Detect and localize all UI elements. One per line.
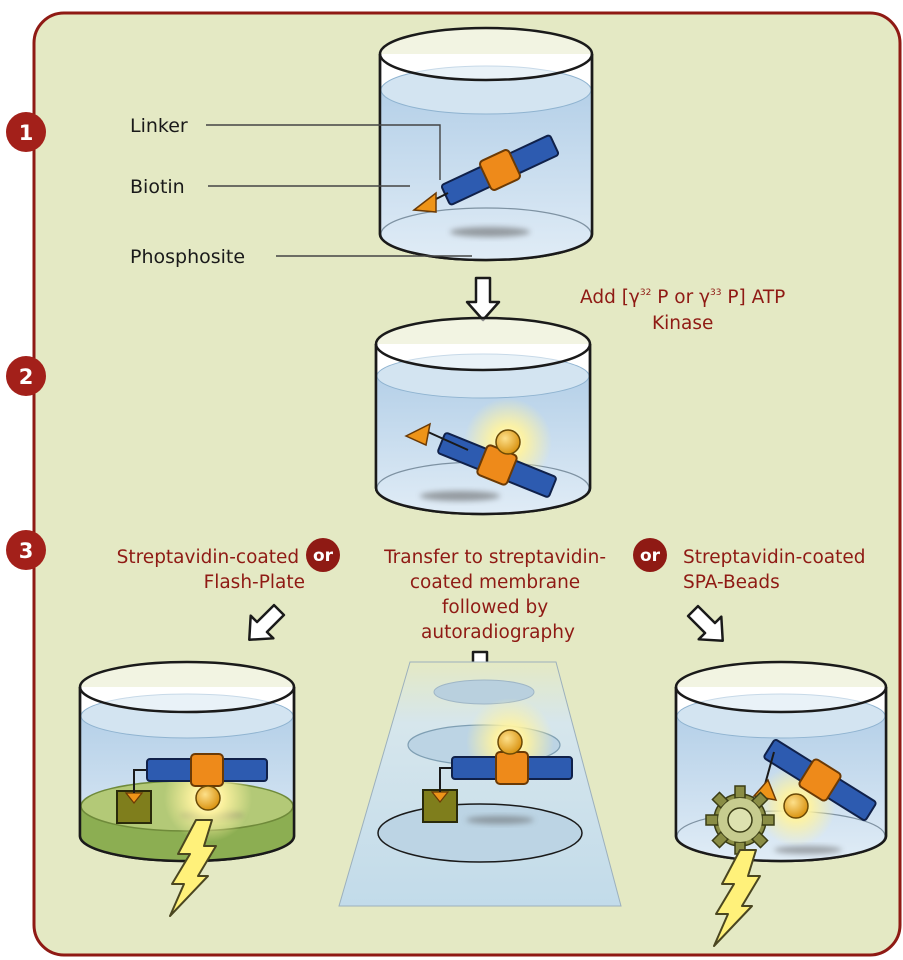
or-badge-left: or xyxy=(306,538,340,572)
step-badge-2: 2 xyxy=(6,356,46,396)
svg-text:or: or xyxy=(313,546,334,566)
beaker-step-2 xyxy=(374,316,592,516)
flash-plate-label: Streptavidin-coated Flash-Plate xyxy=(117,547,305,593)
step-badge-1: 1 xyxy=(6,112,46,152)
phosphate-group xyxy=(495,429,521,455)
membrane-sheet xyxy=(338,661,622,907)
linker-label: Linker xyxy=(130,115,188,137)
svg-text:3: 3 xyxy=(19,539,34,563)
or-badge-right: or xyxy=(633,538,667,572)
step-badge-3: 3 xyxy=(6,530,46,570)
spa-beads-label: Streptavidin-coated SPA-Beads xyxy=(683,547,871,593)
flash-plate-well xyxy=(78,660,296,917)
svg-text:or: or xyxy=(640,546,661,566)
membrane-label: Transfer to streptavidin- coated membran… xyxy=(383,547,612,643)
spa-bead-icon xyxy=(705,785,775,855)
svg-text:2: 2 xyxy=(19,365,34,389)
svg-text:1: 1 xyxy=(19,121,34,145)
biotin-label: Biotin xyxy=(130,176,185,198)
phosphosite-label: Phosphosite xyxy=(130,246,245,268)
spa-beads-well xyxy=(674,660,888,947)
atp-reagent-label: Add [γ32 P or γ33 P] ATP xyxy=(580,287,785,308)
kinase-label: Kinase xyxy=(652,313,713,334)
beaker-step-1 xyxy=(378,26,594,262)
biotin-marker xyxy=(412,191,437,213)
callout-lines xyxy=(206,124,472,257)
